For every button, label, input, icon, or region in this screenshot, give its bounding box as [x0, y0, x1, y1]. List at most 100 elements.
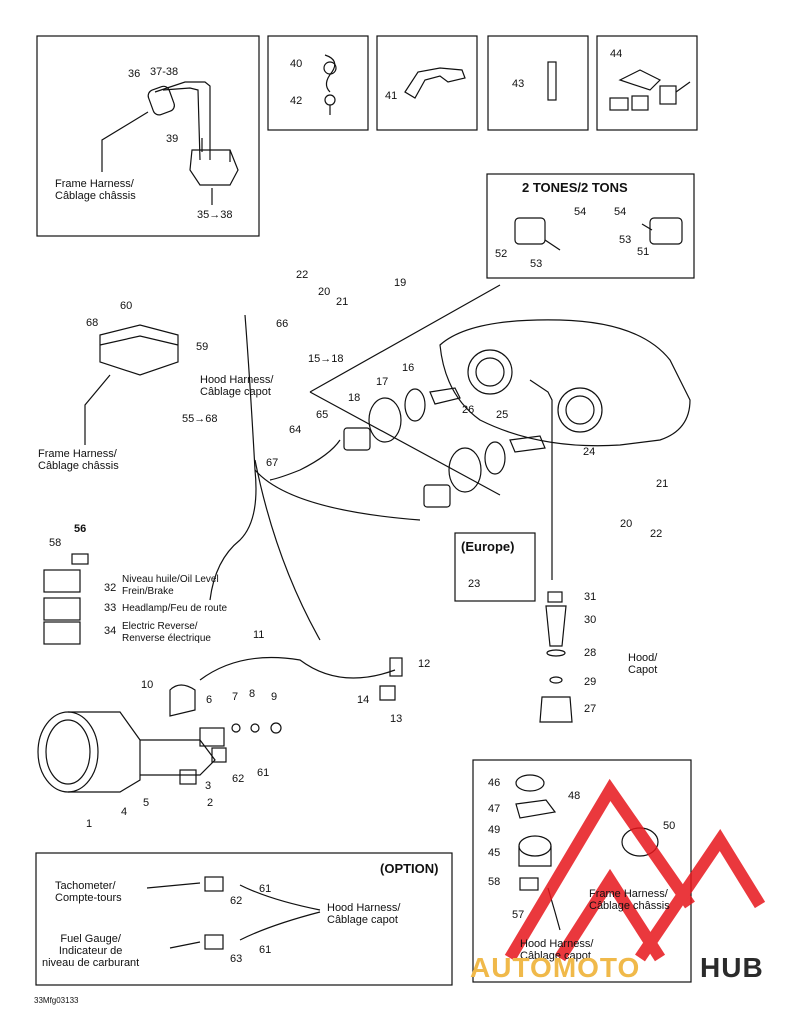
ref-40: 40 [290, 58, 303, 70]
fuel-gauge-label: Fuel Gauge/ Indicateur de niveau de carb… [42, 933, 140, 969]
watermark-text-2: HUB [700, 952, 764, 983]
relay-inset-box [36, 35, 260, 237]
ref-29: 29 [584, 676, 597, 688]
ref-33: 33 [104, 602, 117, 614]
ref-61-main: 61 [257, 767, 270, 779]
ref-25: 25 [496, 409, 509, 421]
option-hood-harness-label: Hood Harness/ Câblage capot [327, 902, 401, 926]
ref-61-opt-b: 61 [259, 944, 272, 956]
ref-54-left: 54 [574, 206, 587, 218]
ref-48: 48 [568, 790, 581, 802]
europe-title: (Europe) [461, 539, 515, 554]
ref-9: 9 [271, 691, 278, 703]
ref-61-opt-a: 61 [259, 883, 272, 895]
ref-58: 58 [49, 537, 62, 549]
ref-2: 2 [207, 797, 214, 809]
ref-32: 32 [104, 582, 117, 594]
ref-42: 42 [290, 95, 303, 107]
ref-13: 13 [390, 713, 403, 725]
ref-28: 28 [584, 647, 597, 659]
ref-50: 50 [663, 820, 676, 832]
ref-54-right: 54 [614, 206, 627, 218]
gauge-box [472, 759, 692, 983]
tachometer-label: Tachometer/ Compte-tours [55, 880, 122, 904]
ref-1: 1 [86, 818, 93, 830]
ref-24: 24 [583, 446, 596, 458]
ref-49: 49 [488, 824, 501, 836]
watermark-text-1: AUTOMOTO [470, 952, 641, 983]
two-tones-box [486, 173, 695, 279]
ref-52: 52 [495, 248, 508, 260]
frame-harness-label-2: Frame Harness/ Câblage châssis [38, 448, 119, 472]
ref-56: 56 [74, 523, 87, 535]
ref-20-right: 20 [620, 518, 633, 530]
ref-51: 51 [637, 246, 650, 258]
ref-11: 11 [253, 629, 265, 641]
switch-32-label: Niveau huile/Oil Level Frein/Brake [122, 574, 219, 597]
ref-23: 23 [468, 578, 481, 590]
connector-inset-box [596, 35, 698, 131]
ref-16: 16 [402, 362, 415, 374]
ref-67: 67 [266, 457, 279, 469]
ref-64: 64 [289, 424, 302, 436]
clip-inset-box [267, 35, 369, 131]
watermark-logo [504, 778, 766, 962]
ref-68: 68 [86, 317, 99, 329]
ref-19: 19 [394, 277, 407, 289]
hood-label: Hood/ Capot [628, 652, 658, 676]
hood-harness-label: Hood Harness/ Câblage capot [200, 374, 274, 398]
ref-5: 5 [143, 797, 150, 809]
ref-26: 26 [462, 404, 475, 416]
ref-63: 63 [230, 953, 243, 965]
ref-55-68: 55→68 [182, 413, 218, 425]
ref-41: 41 [385, 90, 398, 102]
ref-3: 3 [205, 780, 212, 792]
ref-14: 14 [357, 694, 370, 706]
ref-62-opt: 62 [230, 895, 243, 907]
switch-33-label: Headlamp/Feu de route [122, 603, 228, 614]
ref-59: 59 [196, 341, 209, 353]
ref-35-38: 35→38 [197, 209, 233, 221]
ref-34: 34 [104, 625, 117, 637]
ref-37-38: 37-38 [150, 66, 179, 78]
ref-60: 60 [120, 300, 133, 312]
ref-53-right: 53 [619, 234, 632, 246]
ref-17: 17 [376, 376, 389, 388]
ref-6: 6 [206, 694, 213, 706]
ref-20-top: 20 [318, 286, 331, 298]
ref-62-main: 62 [232, 773, 245, 785]
switch-34-label: Electric Reverse/ Renverse électrique [122, 621, 211, 644]
ref-8: 8 [249, 688, 256, 700]
ref-43: 43 [512, 78, 525, 90]
ref-22-top: 22 [296, 269, 309, 281]
ref-7: 7 [232, 691, 239, 703]
ref-44: 44 [610, 48, 623, 60]
ref-39: 39 [166, 133, 179, 145]
ref-4: 4 [121, 806, 128, 818]
ref-66: 66 [276, 318, 289, 330]
frame-harness-label: Frame Harness/ Câblage châssis [55, 178, 136, 202]
ref-58-gauge: 58 [488, 876, 501, 888]
ref-30: 30 [584, 614, 597, 626]
figure-code: 33Mfg03133 [34, 996, 79, 1005]
bracket-inset-box [376, 35, 478, 131]
ref-15-18: 15→18 [308, 353, 344, 365]
ref-27: 27 [584, 703, 597, 715]
strip-inset-box [487, 35, 589, 131]
option-box [35, 852, 453, 986]
ref-22-right: 22 [650, 528, 663, 540]
ref-10: 10 [141, 679, 154, 691]
ref-57: 57 [512, 909, 525, 921]
ref-65: 65 [316, 409, 329, 421]
ref-18: 18 [348, 392, 361, 404]
ref-36: 36 [128, 68, 141, 80]
two-tones-title: 2 TONES/2 TONS [522, 180, 628, 195]
gauge-frame-harness-label: Frame Harness/ Câblage châssis [589, 888, 670, 912]
ref-46: 46 [488, 777, 501, 789]
ref-21-top: 21 [336, 296, 349, 308]
ref-45: 45 [488, 847, 501, 859]
europe-box [454, 532, 536, 602]
gauge-hood-harness-label: Hood Harness/ Câblage capot [520, 938, 594, 962]
